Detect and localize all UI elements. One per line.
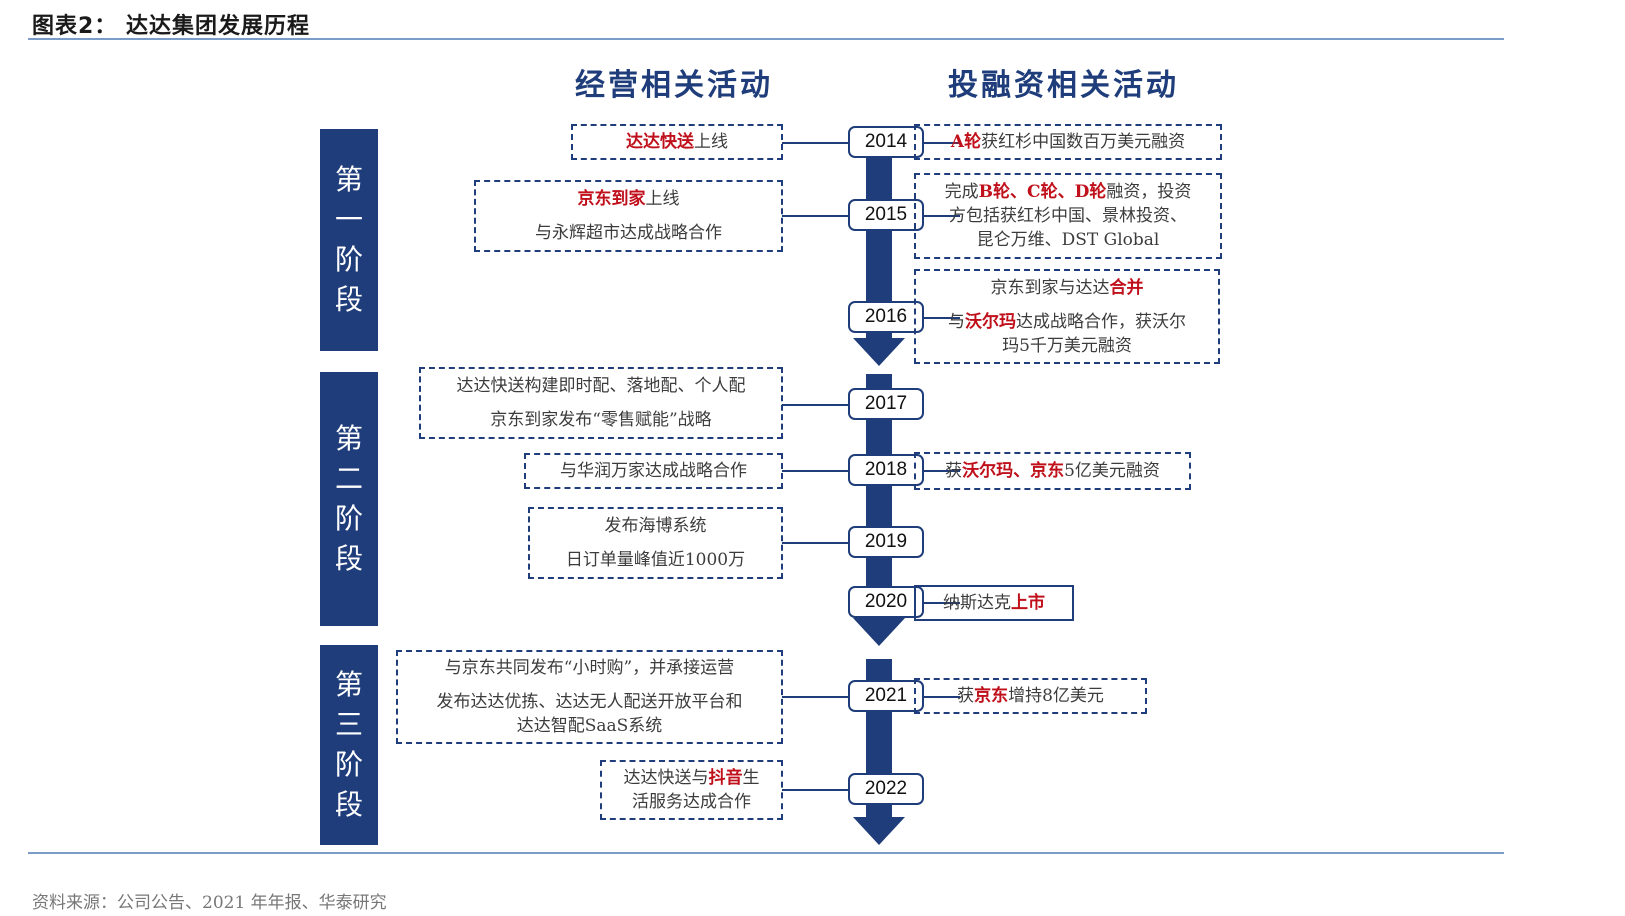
year-2021: 2021 bbox=[848, 680, 924, 712]
connector-2015-right bbox=[922, 215, 960, 217]
ops-box-2021: 与京东共同发布“小时购”，并承接运营 发布达达优拣、达达无人配送开放平台和 达达… bbox=[396, 650, 783, 744]
timeline-arrow-phase-one bbox=[853, 338, 905, 366]
source-note: 资料来源：公司公告、2021 年年报、华泰研究 bbox=[32, 893, 387, 913]
year-2016: 2016 bbox=[848, 301, 924, 333]
phase-one-block: 第 一 阶 段 bbox=[320, 129, 378, 351]
ops-box-2017: 达达快送构建即时配、落地配、个人配 京东到家发布“零售赋能”战略 bbox=[419, 367, 783, 439]
ops-box-2015: 京东到家上线 与永辉超市达成战略合作 bbox=[474, 180, 783, 252]
connector-2019-left bbox=[782, 542, 850, 544]
fin-box-2015: 完成B轮、C轮、D轮融资，投资 方包括获红杉中国、景林投资、 昆仑万维、DST … bbox=[914, 173, 1222, 259]
year-2018: 2018 bbox=[848, 454, 924, 486]
year-2015: 2015 bbox=[848, 199, 924, 231]
connector-2014-right bbox=[922, 142, 960, 144]
figure-title: 图表2： 达达集团发展历程 bbox=[32, 14, 310, 39]
year-2014: 2014 bbox=[848, 126, 924, 158]
ops-box-2018: 与华润万家达成战略合作 bbox=[524, 453, 783, 489]
connector-2018-right bbox=[922, 470, 960, 472]
connector-2016-right bbox=[922, 317, 960, 319]
connector-2021-left bbox=[782, 696, 850, 698]
fin-box-2021: 获京东增持8亿美元 bbox=[914, 678, 1147, 714]
connector-2015-left bbox=[782, 215, 850, 217]
year-2017: 2017 bbox=[848, 388, 924, 420]
top-rule bbox=[28, 38, 1504, 40]
fin-box-2018: 获沃尔玛、京东5亿美元融资 bbox=[914, 452, 1191, 490]
connector-2018-left bbox=[782, 470, 850, 472]
phase-three-block: 第 三 阶 段 bbox=[320, 645, 378, 845]
ops-box-2019: 发布海博系统 日订单量峰值近1000万 bbox=[528, 507, 783, 579]
timeline-arrow-phase-two bbox=[853, 618, 905, 646]
ops-box-2014: 达达快送上线 bbox=[571, 124, 783, 160]
fin-box-2016: 京东到家与达达合并 与沃尔玛达成战略合作，获沃尔 玛5千万美元融资 bbox=[914, 269, 1220, 364]
bottom-rule bbox=[28, 852, 1504, 854]
ops-box-2022: 达达快送与抖音生 活服务达成合作 bbox=[600, 760, 783, 820]
timeline-arrow-phase-three bbox=[853, 817, 905, 845]
phase-two-block: 第 二 阶 段 bbox=[320, 372, 378, 626]
connector-2017-left bbox=[782, 404, 850, 406]
connector-2014-left bbox=[782, 142, 850, 144]
header-operations: 经营相关活动 bbox=[575, 68, 773, 103]
header-financing: 投融资相关活动 bbox=[948, 68, 1179, 103]
year-2022: 2022 bbox=[848, 773, 924, 805]
year-2019: 2019 bbox=[848, 526, 924, 558]
connector-2021-right bbox=[922, 696, 960, 698]
year-2020: 2020 bbox=[848, 586, 924, 618]
fin-box-2014: A轮获红杉中国数百万美元融资 bbox=[914, 124, 1222, 160]
fin-box-2020: 纳斯达克上市 bbox=[914, 585, 1074, 621]
connector-2020-right bbox=[922, 602, 960, 604]
connector-2022-left bbox=[782, 789, 850, 791]
